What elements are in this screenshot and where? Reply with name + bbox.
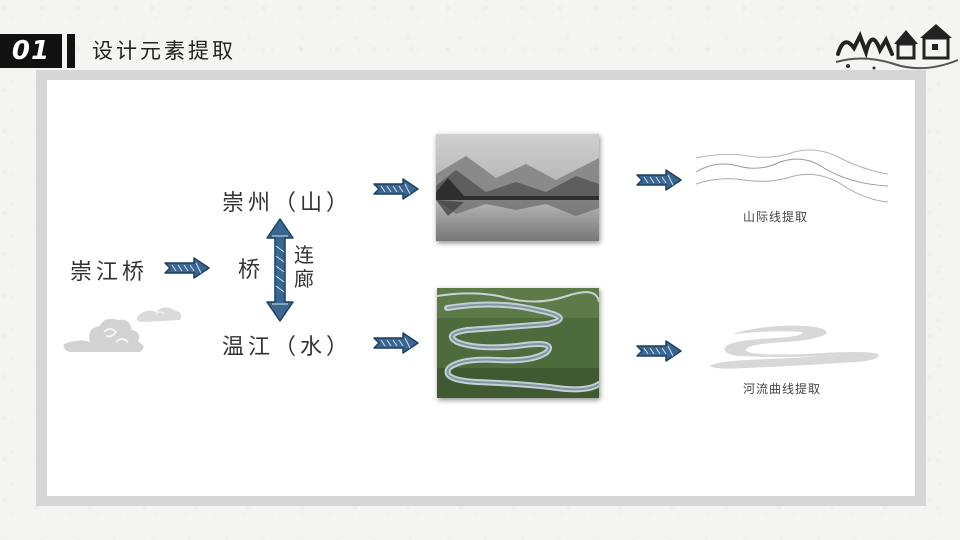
header-divider <box>67 34 75 68</box>
mountain-caption: 山际线提取 <box>743 210 809 224</box>
mountain-skyline-curves <box>695 149 889 203</box>
ink-village-logo-icon <box>835 24 959 70</box>
water-label: 温江（水） <box>222 335 353 360</box>
auspicious-cloud-icon <box>63 307 182 352</box>
mountain-lake-photo <box>436 134 599 241</box>
double-arrow-vertical-icon <box>266 218 294 322</box>
connector-label: 连廊 <box>294 243 314 291</box>
arrow-right-icon <box>373 332 419 354</box>
source-label: 崇江桥 <box>70 260 149 285</box>
arrow-right-icon <box>636 340 682 362</box>
river-curve-shape <box>710 325 879 369</box>
bridge-label: 桥 <box>238 258 265 283</box>
river-caption: 河流曲线提取 <box>743 382 822 396</box>
arrow-right-icon <box>164 257 210 279</box>
arrow-right-icon <box>636 169 682 191</box>
section-number: 01 <box>0 34 62 68</box>
arrow-right-icon <box>373 178 419 200</box>
river-meander-photo <box>437 288 599 398</box>
page-title: 设计元素提取 <box>92 39 236 63</box>
mountain-label: 崇州（山） <box>222 191 353 216</box>
